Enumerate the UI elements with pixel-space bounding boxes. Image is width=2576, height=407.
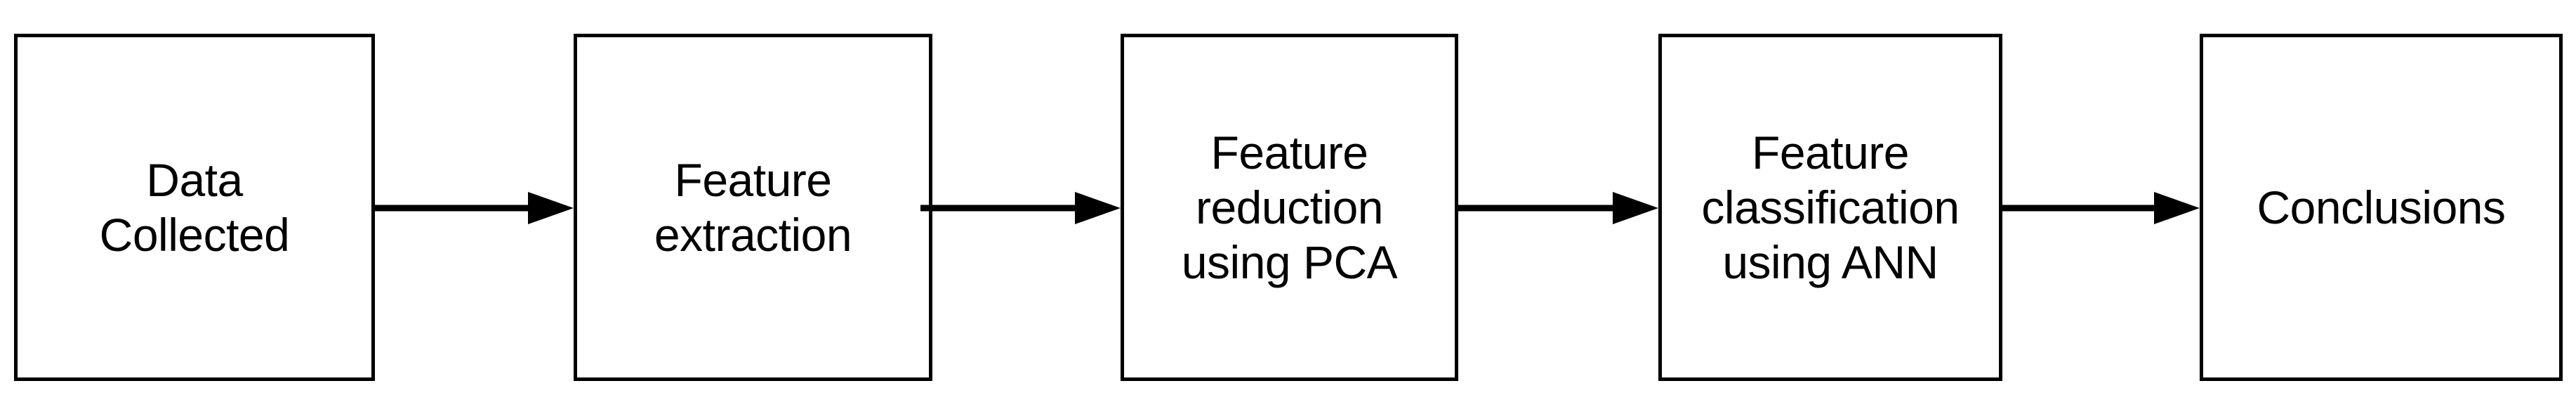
flow-arrow-classification-to-conclusions (2002, 187, 2200, 229)
flowchart-node-feature-extraction[interactable]: Feature extraction (574, 34, 932, 381)
flow-arrow-reduction-to-classification (1458, 187, 1658, 229)
flowchart-node-label: Feature extraction (654, 154, 852, 261)
flowchart-node-data-collected[interactable]: Data Collected (14, 34, 375, 381)
flow-arrow-extraction-to-reduction (920, 187, 1121, 229)
flowchart-node-label: Conclusions (2257, 181, 2506, 233)
flowchart-node-label: Feature reduction using PCA (1181, 127, 1398, 288)
flowchart-node-label: Data Collected (99, 154, 290, 261)
flowchart-node-feature-classification-ann[interactable]: Feature classification using ANN (1658, 34, 2002, 381)
flowchart-node-label: Feature classification using ANN (1701, 127, 1960, 288)
flow-arrow-data-to-extraction (375, 187, 574, 229)
flowchart-node-conclusions[interactable]: Conclusions (2200, 34, 2563, 381)
flowchart-node-feature-reduction-pca[interactable]: Feature reduction using PCA (1121, 34, 1458, 381)
